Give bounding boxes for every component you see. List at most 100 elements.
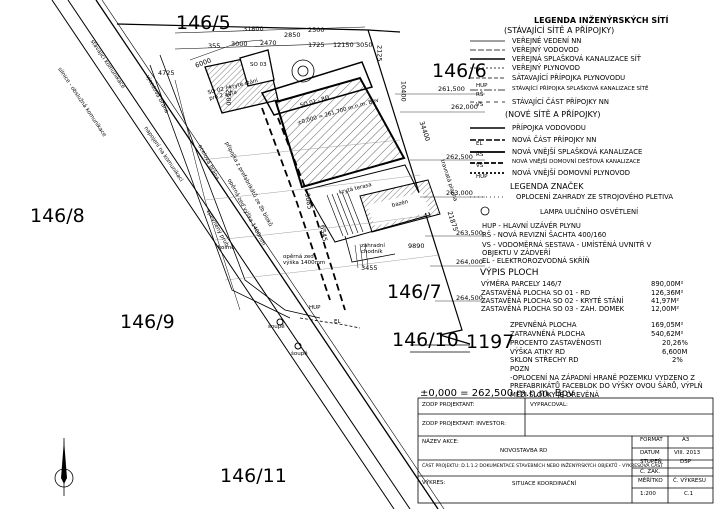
- dashed-driveway-edge-2: [277, 117, 346, 311]
- tb-scale: 1:200: [640, 491, 656, 497]
- parcel-146-5: 146/5: [176, 12, 231, 34]
- boundary-146-10: [439, 334, 471, 345]
- parcel-146-8: 146/8: [30, 205, 85, 227]
- north-arrow-icon: [54, 438, 74, 496]
- label-hup: HUP: [309, 305, 321, 311]
- road-edge-right: [67, 0, 411, 509]
- label-el: EL: [334, 319, 341, 325]
- area-row-value: 540,62M²: [651, 330, 684, 338]
- tb-responsible-designer: ZODP PROJEKTANT:: [422, 402, 475, 408]
- legend-item: STÁVAJÍCÍ PŘÍPOJKA SPLAŠKOVÁ KANALIZACE …: [512, 86, 649, 92]
- valve-symbol: [276, 318, 284, 326]
- tb-format-label: FORMÁT: [640, 437, 663, 443]
- garden-house-so03: [239, 49, 275, 87]
- area-row-label: PROCENTO ZASTAVĚNOSTI: [510, 339, 602, 347]
- dimension-3685: 3685: [303, 192, 314, 211]
- legend-tag: ŘŠ: [476, 152, 484, 158]
- legend-item: NOVÁ ČÁST PŘÍPOJKY NN: [512, 136, 597, 144]
- parcel-1197: 1197: [466, 331, 515, 353]
- area-row-label: ZASTAVĚNÁ PLOCHA SO 03 - ZAH. DOMEK: [481, 305, 625, 313]
- legend-tag: VS: [476, 163, 484, 169]
- label-valve-2: šoupě: [291, 351, 308, 357]
- legend-item: NOVÁ VNĚJŠÍ SPLAŠKOVÁ KANALIZACE: [512, 148, 643, 156]
- tb-date-label: DATUM: [640, 450, 660, 456]
- area-row-value: 169,05M²: [651, 321, 684, 329]
- legend-tag: HUP: [476, 174, 488, 180]
- label-retaining-wall: opěrná zeď výška 1400mm: [283, 254, 326, 266]
- area-row-label: ZATRAVNĚNÁ PLOCHA: [510, 330, 586, 338]
- tb-drawing: SITUACE KOORDINAČNÍ: [512, 481, 577, 487]
- note-title: POZN: [510, 365, 530, 373]
- area-row-value: 890,00M²: [651, 280, 684, 288]
- tb-stage-label: STUPEŇ: [640, 459, 662, 465]
- tb-drawing-number-label: Č. VÝKRESU: [673, 478, 706, 484]
- legend-mark-lamp: LAMPA ULIČNÍHO OSVĚTLENÍ: [540, 208, 639, 216]
- area-row-value: 2%: [672, 356, 683, 364]
- dimension-3000: 3000: [231, 40, 248, 48]
- contour-label: 264,500: [456, 294, 483, 302]
- legend-tag: VS: [476, 102, 484, 108]
- garden-path: [344, 235, 396, 263]
- dimension-355: 355: [208, 42, 221, 50]
- area-row-value: 126,36M²: [651, 289, 684, 297]
- road-edge-left: [51, 0, 395, 509]
- parcel-146-9: 146/9: [120, 311, 175, 333]
- area-row-value: 20,26%: [662, 339, 688, 347]
- dimension-2850: 2850: [284, 31, 301, 39]
- legend-abbrev: HUP - HLAVNÍ UZÁVĚR PLYNU: [482, 222, 581, 230]
- tb-prepared-by: VYPRACOVAL:: [530, 402, 568, 408]
- legend-marks-title: LEGENDA ZNAČEK: [510, 182, 584, 191]
- datum-line: ±0,000 = 262,500 m.n.m. Bpv: [420, 388, 574, 399]
- tb-format: A3: [682, 437, 690, 443]
- contour-label: 263,500: [456, 229, 483, 237]
- label-garden-path: zahradní chodník: [361, 243, 385, 255]
- area-row-label: ZASTAVĚNÁ PLOCHA SO 02 - KRYTÉ STÁNÍ: [481, 297, 624, 305]
- contour-label: 262,500: [446, 153, 473, 161]
- legend-abbrev: EL - ELEKTROROZVODNÁ SKŘÍŇ: [482, 257, 590, 265]
- utility-line-2: [149, 64, 291, 319]
- dimension-10400: 10400: [399, 80, 408, 102]
- legend-subtitle-new: (NOVÉ SÍTĚ A PŘÍPOJKY): [505, 110, 601, 119]
- el-line: [299, 317, 361, 329]
- legend-item: VEŘEJNÉ VEDENÍ NN: [512, 37, 582, 45]
- dimension-12150: 12150: [333, 41, 354, 49]
- dimension-2125: 2125: [375, 44, 384, 62]
- legend-item: SÁTAVAJÍCÍ PŘÍPOJKA PLYNOVODU: [512, 74, 626, 82]
- dimension-2500: 2500: [308, 26, 325, 34]
- area-row-label: VÝMĚRA PARCELY 146/7: [481, 280, 562, 288]
- legend-item: STÁVAJÍCÍ ČÁST PŘÍPOJKY NN: [512, 98, 609, 106]
- legend-item: PŘÍPOJKA VODOVODU: [512, 124, 586, 132]
- dimension-4725: 4725: [158, 69, 175, 77]
- tb-stage: DSP: [680, 459, 692, 465]
- dimension-2470: 2470: [260, 39, 277, 47]
- dimension-3455: 3455: [361, 264, 378, 272]
- legend-tag: EL: [476, 141, 483, 147]
- dashed-driveway-edge: [261, 107, 331, 301]
- boundary-146-6: [367, 29, 401, 33]
- house-upper-outline: [260, 61, 374, 116]
- legend-item: NOVÁ VNĚJŠÍ DOMOVNÍ DEŠŤOVÁ KANALIZACE: [512, 159, 641, 165]
- parcel-146-6: 146/6: [432, 60, 487, 82]
- areas-title: VÝPIS PLOCH: [480, 268, 539, 278]
- utility-line: [159, 54, 321, 319]
- legend-item: VEŘEJNÁ SPLAŠKOVÁ KANALIZACE SÍŤ: [512, 55, 641, 63]
- area-row-value: 12,00M²: [651, 305, 680, 313]
- tb-date: VIII. 2013: [674, 450, 701, 456]
- tb-investor: ZODP PROJEKTANT: INVESTOR:: [422, 421, 506, 427]
- area-row-value: 6,600M: [662, 348, 688, 356]
- title-block-frame: [417, 397, 714, 504]
- dimension-9890: 9890: [408, 242, 425, 250]
- tb-project-name: NOVOSTAVBA RD: [500, 448, 548, 454]
- legend-item: NOVÁ VNĚJŠÍ DOMOVNÍ PLYNOVOD: [512, 169, 630, 177]
- tb-drawing-label: VÝKRES:: [422, 480, 446, 486]
- dimension-31800: 31800: [243, 25, 264, 33]
- legend-item: VEŘEJNÝ PLYNOVOD: [512, 64, 580, 72]
- legend-abbrev: RŠ - NOVÁ REVIZNÍ ŠACHTA 400/160: [482, 231, 607, 239]
- area-row-label: ZPEVNĚNÁ PLOCHA: [510, 321, 577, 329]
- tb-scale-label: MĚŘÍTKO: [638, 478, 663, 484]
- legend-abbrev: VS - VODOMĚRNÁ SESTAVA - UMÍSTĚNÁ UVNITŘ…: [482, 241, 652, 258]
- area-row-label: VÝŠKA ATIKY RD: [510, 348, 566, 356]
- dimension-1725: 1725: [308, 41, 325, 49]
- dimension-6545: 6545: [318, 224, 329, 243]
